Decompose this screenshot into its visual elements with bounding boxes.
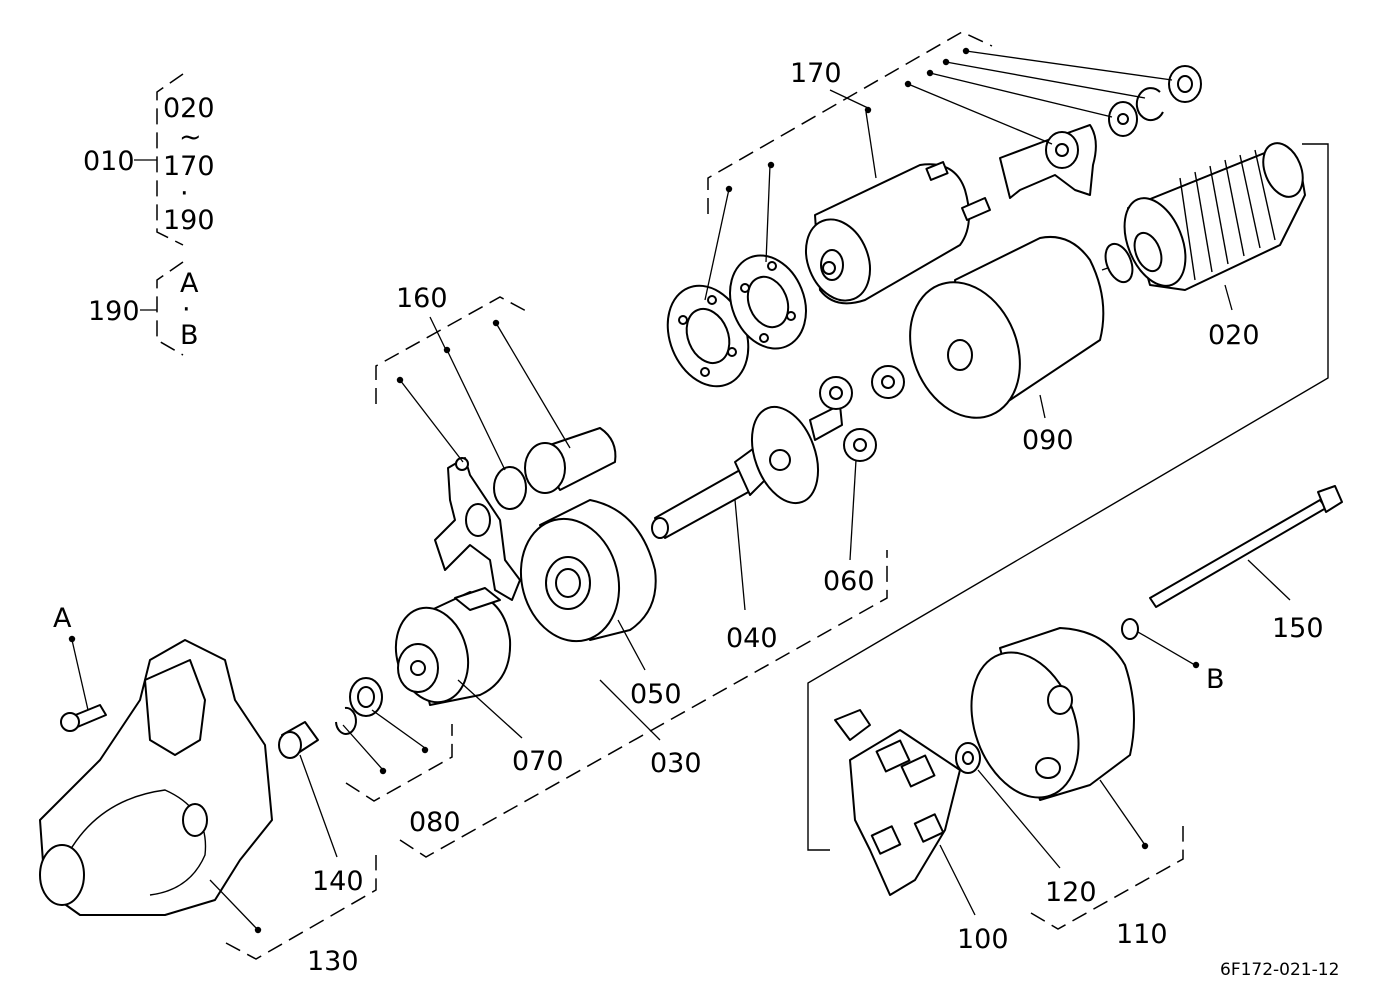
solenoid-gaskets (666, 254, 807, 388)
label-080: 080 (409, 807, 461, 838)
label-040: 040 (726, 623, 778, 654)
part-labels: 170 160 020 090 060 040 050 030 070 080 … (53, 58, 1339, 980)
bushing (278, 721, 319, 759)
label-170: 170 (790, 58, 842, 89)
label-190: 190 (88, 296, 140, 327)
pinion-shaft (651, 404, 843, 539)
rear-bushing (955, 742, 981, 774)
label-tilde: ~ (179, 122, 202, 153)
label-legend-A: A (180, 268, 199, 299)
drive-housing (519, 499, 657, 643)
label-120: 120 (1045, 877, 1097, 908)
legend-190: 190 A · B (88, 261, 199, 356)
label-legend-020: 020 (163, 93, 215, 124)
label-legend-B: B (180, 320, 199, 351)
leader-lines (71, 50, 1291, 931)
drive-lever (434, 457, 521, 601)
through-bolt (1149, 485, 1343, 608)
label-070: 070 (512, 746, 564, 777)
legend-010: 010 020 ~ 170 · 190 (83, 73, 215, 246)
label-090: 090 (1022, 425, 1074, 456)
planetary-gears (819, 365, 905, 462)
terminal-hardware (999, 65, 1202, 199)
plate-disc (493, 466, 527, 510)
label-050: 050 (630, 679, 682, 710)
armature (1101, 142, 1306, 291)
label-110: 110 (1116, 919, 1168, 950)
pinion-clutch (394, 587, 512, 706)
screw-B (1121, 618, 1139, 640)
label-legend-170: 170 (163, 151, 215, 182)
front-housing (39, 639, 273, 916)
label-010: 010 (83, 146, 135, 177)
label-100: 100 (957, 924, 1009, 955)
label-160: 160 (396, 283, 448, 314)
bolt-A (60, 704, 107, 732)
solenoid (805, 161, 991, 305)
label-B: B (1206, 664, 1225, 695)
label-middot: · (180, 178, 189, 209)
yoke (909, 236, 1105, 419)
label-030: 030 (650, 748, 702, 779)
leader-dots (68, 47, 1200, 934)
label-150: 150 (1272, 613, 1324, 644)
rear-cover (970, 627, 1135, 801)
label-A: A (53, 603, 72, 634)
label-130: 130 (307, 946, 359, 977)
label-020: 020 (1208, 320, 1260, 351)
label-legend-190: 190 (163, 205, 215, 236)
stop-ring-set (335, 677, 383, 735)
plunger (524, 427, 617, 494)
label-legend-middot: · (182, 294, 191, 325)
label-060: 060 (823, 566, 875, 597)
label-140: 140 (312, 866, 364, 897)
brush-holder (834, 709, 961, 896)
group-brackets (225, 31, 1329, 960)
drawing-number: 6F172-021-12 (1220, 960, 1339, 980)
